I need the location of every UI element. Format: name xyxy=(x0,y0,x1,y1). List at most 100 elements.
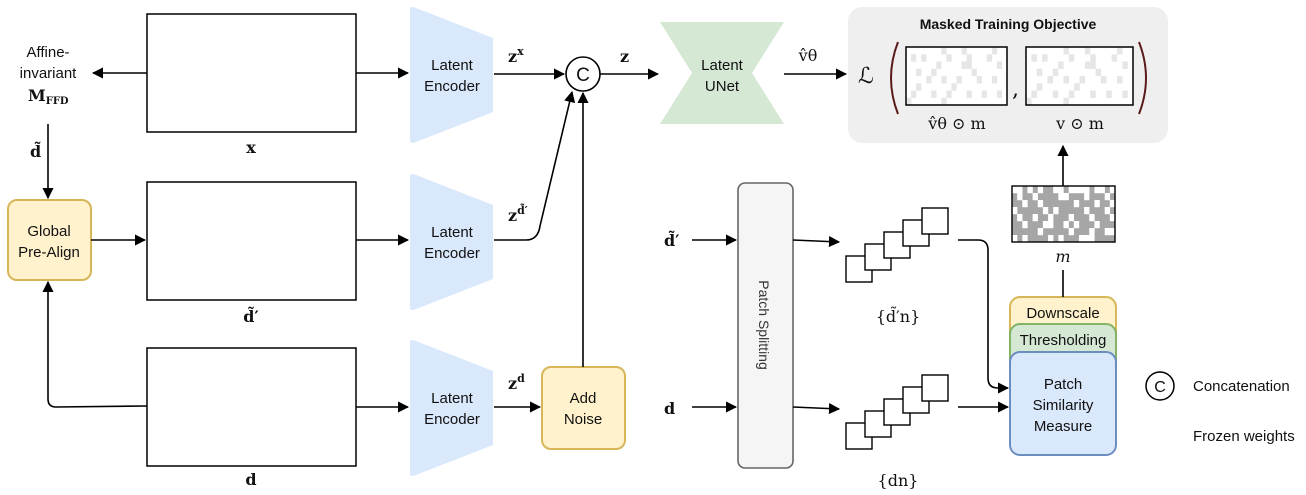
loss-mask-right xyxy=(1026,47,1133,106)
mask-cell xyxy=(1122,90,1128,98)
patch-similarity-label-1: Patch xyxy=(1044,376,1082,393)
mask-cell xyxy=(1094,200,1100,208)
global-prealign-label-1: Global xyxy=(27,223,70,240)
image-x xyxy=(146,13,357,133)
mask-cell xyxy=(966,61,972,69)
mask-cell xyxy=(1095,68,1102,77)
mask-cell xyxy=(1058,235,1064,243)
mask-cell xyxy=(936,61,942,69)
add-noise-box xyxy=(541,366,626,450)
loss-symbol: ℒ xyxy=(858,64,874,89)
mask-cell xyxy=(1090,90,1096,98)
loss-term-predicted: v̂θ ⊙ m xyxy=(927,114,985,133)
mask-cell xyxy=(1073,186,1080,194)
mask-cell xyxy=(1122,61,1128,69)
mask-cell xyxy=(1094,221,1100,229)
thresholding-label: Thresholding xyxy=(1020,332,1107,349)
image-d-tilde-prime xyxy=(146,181,357,301)
input-d: d xyxy=(664,399,675,418)
mask-cell xyxy=(996,90,1003,98)
mask-cell xyxy=(991,47,998,55)
mask-cell xyxy=(921,54,927,62)
mask-cell xyxy=(1084,207,1090,215)
mask-cell xyxy=(1058,186,1064,194)
mask-cell xyxy=(1027,186,1033,194)
mask-cell xyxy=(1063,47,1069,55)
mask-cell xyxy=(966,90,972,98)
mask-cell xyxy=(911,54,917,62)
latent-encoder-2: Latent Encoder xyxy=(410,174,493,310)
mask-cell xyxy=(1053,186,1059,194)
latent-encoder-3-label-2: Encoder xyxy=(424,411,480,428)
mask-cell xyxy=(1047,76,1053,84)
mask-cell xyxy=(1012,235,1018,243)
latent-z-label: z xyxy=(620,47,629,66)
mask-cell xyxy=(1068,54,1075,62)
latent-unet xyxy=(660,22,784,124)
mask-cell xyxy=(1063,76,1069,84)
patch-square xyxy=(845,255,873,283)
downscale-label: Downscale xyxy=(1026,305,1099,322)
mask-cell xyxy=(1109,214,1116,222)
mask-cell xyxy=(1036,68,1043,77)
latent-unet-label-2: UNet xyxy=(705,78,740,95)
mask-cell xyxy=(961,47,967,55)
mask-cell xyxy=(1099,186,1105,194)
mask-cell xyxy=(1053,207,1059,215)
mask-cell xyxy=(1042,54,1048,62)
mask-cell xyxy=(1073,200,1080,208)
affine-invariant-label-2: invariant xyxy=(20,65,78,82)
mask-cell xyxy=(1084,235,1090,243)
mask-cell xyxy=(1022,235,1028,243)
mask-cell xyxy=(1079,76,1086,84)
mask-cell xyxy=(961,61,967,69)
edge-split-to-patches2 xyxy=(792,402,841,415)
global-prealign-box xyxy=(7,199,92,281)
mask-cell xyxy=(1084,193,1090,201)
mask-cell xyxy=(1078,186,1085,194)
mask-cell xyxy=(1058,61,1064,69)
mask-cell xyxy=(1109,186,1116,194)
patch-stack-d xyxy=(845,374,949,450)
mask-cell xyxy=(1026,97,1032,106)
mask-cell xyxy=(1073,221,1080,229)
mask-cell xyxy=(1012,207,1018,215)
mask-cell xyxy=(1111,54,1118,62)
mask-cell xyxy=(1032,214,1038,222)
edge-patches1-to-similarity xyxy=(958,239,1010,394)
latent-unet-label-1: Latent xyxy=(701,57,744,74)
patch-square xyxy=(921,374,949,402)
legend-concat-symbol: C xyxy=(1154,379,1166,396)
mask-cell xyxy=(1063,221,1069,229)
mask-cell xyxy=(1031,90,1037,98)
latent-encoder-3: Latent Encoder xyxy=(410,340,493,476)
d-tilde-label: d̃ xyxy=(30,140,41,161)
image-x-label: x xyxy=(246,138,256,157)
mask-cell xyxy=(1109,200,1116,208)
mask-m xyxy=(1012,186,1116,243)
mask-cell xyxy=(1052,68,1059,77)
loss-right-bracket xyxy=(1138,41,1147,115)
patch-similarity-label-2: Similarity xyxy=(1033,397,1094,414)
mask-cell xyxy=(916,83,922,91)
mask-cell xyxy=(1048,214,1054,222)
add-noise-label-2: Noise xyxy=(564,411,602,428)
mask-cell xyxy=(1068,186,1074,194)
mask-cell xyxy=(1090,54,1096,62)
mask-cell xyxy=(1017,193,1023,201)
latent-encoder-1: Latent Encoder xyxy=(410,7,493,143)
image-d-label: d xyxy=(245,470,256,489)
legend-frozen-label: Frozen weights xyxy=(1193,428,1295,445)
mask-cell xyxy=(941,97,947,106)
mask-cell xyxy=(1089,214,1095,222)
masked-objective-title: Masked Training Objective xyxy=(920,16,1097,32)
mask-cell xyxy=(1094,186,1100,194)
global-prealign-label-2: Pre-Align xyxy=(18,244,80,261)
masked-objective-panel xyxy=(848,7,1168,143)
mask-cell xyxy=(1048,221,1054,229)
affine-invariant-label-1: Affine- xyxy=(26,44,69,61)
latent-encoder-1-label-2: Encoder xyxy=(424,78,480,95)
mask-cell xyxy=(1017,186,1023,194)
latent-encoder-2-label-1: Latent xyxy=(431,224,474,241)
